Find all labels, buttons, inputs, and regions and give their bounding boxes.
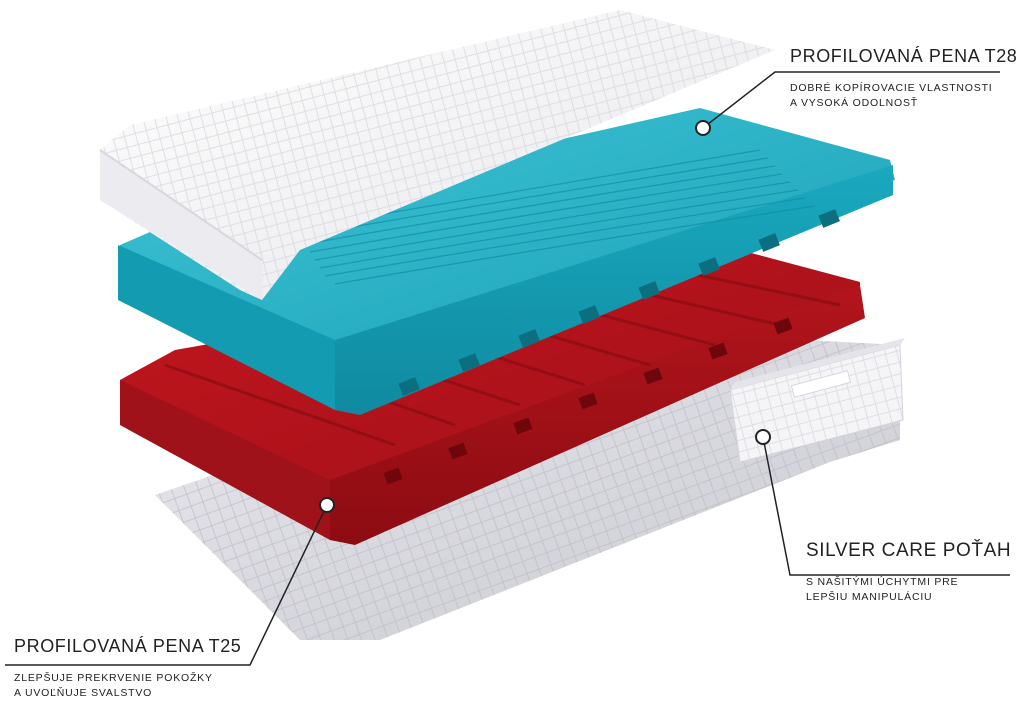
silver-care-cover-base — [155, 340, 900, 640]
callout-cover-description: S NAŠITÝMI ÚCHYTMI PRE LEPŠIU MANIPULÁCI… — [806, 576, 959, 603]
callout-top-foam-description: DOBRÉ KOPÍROVACIE VLASTNOSTI A VYSOKÁ OD… — [790, 82, 993, 109]
cyan-foam-layer-t28 — [118, 108, 895, 415]
callout-line-top-foam — [695, 71, 1000, 136]
callout-top-foam-title: PROFILOVANÁ PENA T28 — [790, 46, 1018, 66]
white-top-cover — [99, 10, 775, 300]
marker-bottom-foam — [319, 497, 335, 513]
callout-top-foam: PROFILOVANÁ PENA T28 DOBRÉ KOPÍROVACIE V… — [790, 46, 1017, 111]
silver-care-cover-side — [729, 338, 905, 463]
cover-label-logo — [790, 370, 852, 398]
callout-bottom-foam: PROFILOVANÁ PENA T25 ZLEPŠUJE PREKRVENIE… — [14, 636, 241, 701]
callout-line-cover — [755, 429, 1010, 576]
callout-bottom-foam-description: ZLEPŠUJE PREKRVENIE POKOŽKY A UVOĽŇUJE S… — [14, 672, 213, 699]
callout-bottom-foam-title: PROFILOVANÁ PENA T25 — [14, 636, 242, 656]
marker-cover — [755, 429, 771, 445]
marker-top-foam — [695, 120, 711, 136]
callout-cover-title: SILVER CARE POŤAH — [806, 540, 1012, 561]
callout-line-bottom-foam — [5, 497, 335, 666]
callout-cover: SILVER CARE POŤAH S NAŠITÝMI ÚCHYTMI PRE… — [806, 540, 1011, 605]
